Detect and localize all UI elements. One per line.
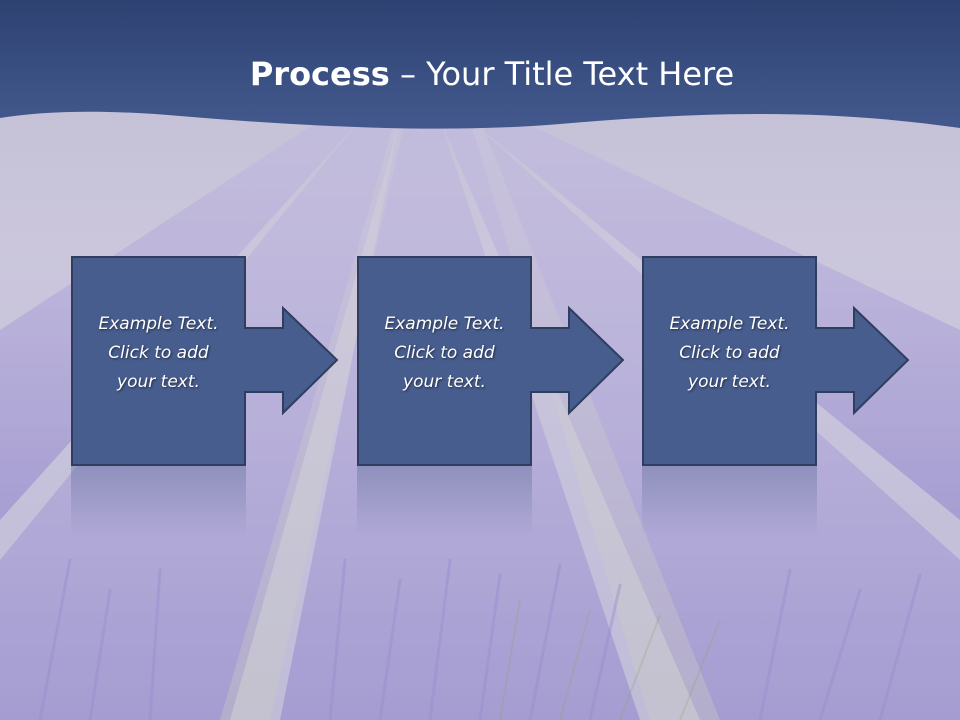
step-text-line: Click to add [394, 343, 495, 363]
step-text-line: your text. [117, 372, 200, 392]
step-text-line: Click to add [679, 343, 780, 363]
arrow-callout-shape [357, 256, 625, 466]
step-text-line: Example Text. [98, 314, 219, 334]
process-step-2[interactable]: Example Text. Click to add your text. [357, 256, 625, 466]
process-step-3[interactable]: Example Text. Click to add your text. [642, 256, 910, 466]
step-text: Example Text. Click to add your text. [357, 310, 532, 397]
title-banner [0, 0, 960, 129]
step-text: Example Text. Click to add your text. [71, 310, 246, 397]
step-text-line: your text. [403, 372, 486, 392]
step-text-line: Example Text. [669, 314, 790, 334]
arrow-callout-shape [71, 256, 339, 466]
step-text-line: your text. [688, 372, 771, 392]
title-bold-text: Process [249, 55, 390, 93]
step-text-line: Click to add [108, 343, 209, 363]
arrow-callout-shape [642, 256, 910, 466]
step-text: Example Text. Click to add your text. [642, 310, 817, 397]
page-title[interactable]: Process – Your Title Text Here [0, 52, 960, 96]
step-text-line: Example Text. [384, 314, 505, 334]
process-step-1[interactable]: Example Text. Click to add your text. [71, 256, 339, 466]
title-rest-text: – Your Title Text Here [389, 55, 735, 93]
